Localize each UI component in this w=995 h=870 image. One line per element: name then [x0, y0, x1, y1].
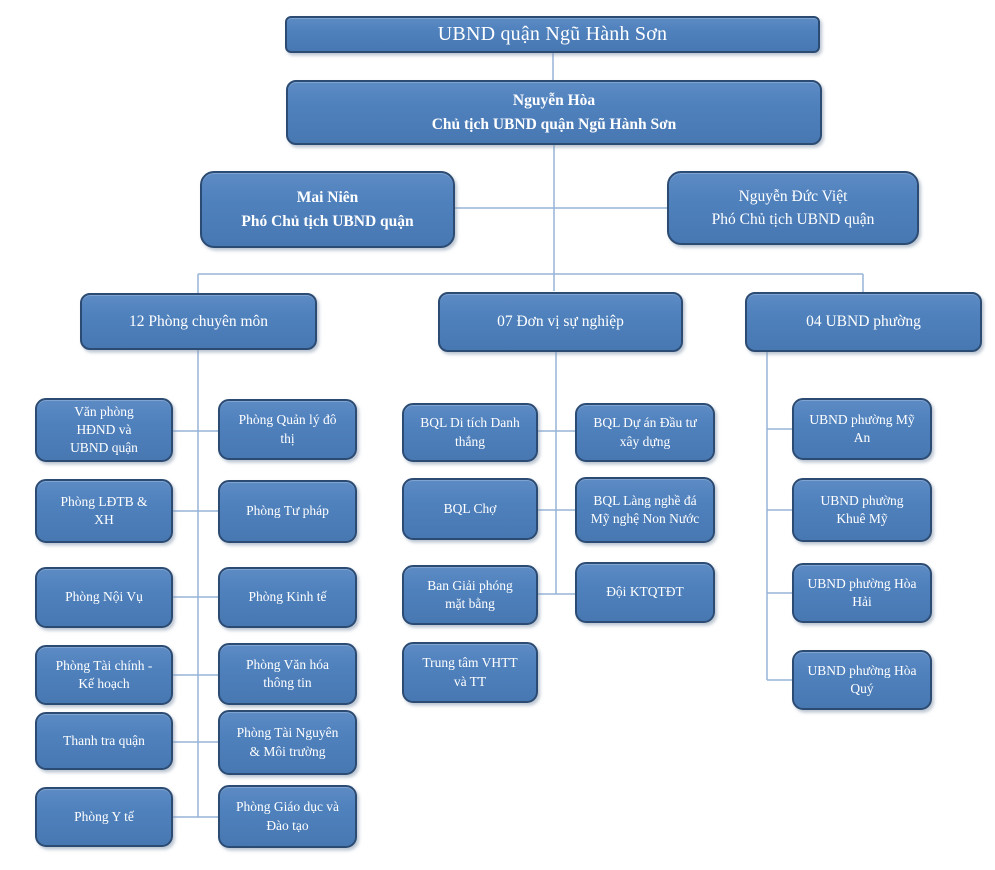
node-bql-lang-nghe-da-my-nghe-non-nuoc: BQL Làng nghề đá Mỹ nghệ Non Nước — [575, 477, 715, 543]
node-doi-ktqtdt: Đội KTQTĐT — [575, 562, 715, 623]
deputy-role: Phó Chủ tịch UBND quận — [241, 212, 414, 230]
group-label: 04 UBND phường — [806, 313, 921, 330]
node-group-don-vi-su-nghiep: 07 Đơn vị sự nghiệp — [438, 292, 683, 352]
node-ubnd-phuong-hoa-quy: UBND phường Hòa Quý — [792, 650, 932, 710]
group-label: 12 Phòng chuyên môn — [128, 312, 269, 330]
node-phong-tai-nguyen-moi-truong: Phòng Tài Nguyên & Môi trường — [218, 710, 357, 775]
chairman-role: Chủ tịch UBND quận Ngũ Hành Sơn — [431, 115, 677, 133]
node-van-phong-hdnd-ubnd-quan: Văn phòng HĐND và UBND quận — [35, 398, 173, 462]
node-ubnd-phuong-hoa-hai: UBND phường Hòa Hải — [792, 563, 932, 623]
node-group-phong-chuyen-mon: 12 Phòng chuyên môn — [80, 293, 317, 350]
node-ubnd-quan-ngu-hanh-son: UBND quận Ngũ Hành Sơn — [285, 16, 820, 53]
deputy-name: Nguyễn Đức Việt — [738, 187, 848, 205]
group-label: 07 Đơn vị sự nghiệp — [497, 313, 624, 330]
node-deputy-nguyen-duc-viet: Nguyễn Đức Việt Phó Chủ tịch UBND quận — [667, 171, 919, 245]
node-bql-du-an-dau-tu-xay-dung: BQL Dự án Đầu tư xây dựng — [575, 403, 715, 462]
node-phong-kinh-te: Phòng Kinh tế — [218, 567, 357, 628]
node-chairman: Nguyễn Hòa Chủ tịch UBND quận Ngũ Hành S… — [286, 80, 822, 145]
node-phong-y-te: Phòng Y tế — [35, 787, 173, 847]
node-ubnd-phuong-my-an: UBND phường Mỹ An — [792, 398, 932, 460]
node-bql-di-tich-danh-thang: BQL Di tích Danh thắng — [402, 403, 538, 462]
node-deputy-mai-nien: Mai Niên Phó Chủ tịch UBND quận — [200, 171, 455, 248]
node-bql-cho: BQL Chợ — [402, 478, 538, 540]
node-phong-ldtb-xh: Phòng LĐTB & XH — [35, 479, 173, 543]
root-title-label: UBND quận Ngũ Hành Sơn — [437, 23, 668, 45]
node-phong-tai-chinh-ke-hoach: Phòng Tài chính - Kế hoạch — [35, 645, 173, 705]
node-trung-tam-vhtt-tt: Trung tâm VHTT và TT — [402, 642, 538, 703]
node-ban-giai-phong-mat-bang: Ban Giải phóng mặt bằng — [402, 565, 538, 625]
node-ubnd-phuong-khue-my: UBND phường Khuê Mỹ — [792, 478, 932, 542]
node-group-ubnd-phuong: 04 UBND phường — [745, 292, 982, 352]
node-phong-tu-phap: Phòng Tư pháp — [218, 480, 357, 543]
chairman-name: Nguyễn Hòa — [512, 92, 596, 110]
deputy-role: Phó Chủ tịch UBND quận — [711, 211, 875, 228]
deputy-name: Mai Niên — [296, 189, 359, 207]
node-phong-quan-ly-do-thi: Phòng Quản lý đô thị — [218, 399, 357, 460]
node-thanh-tra-quan: Thanh tra quận — [35, 712, 173, 770]
node-phong-giao-duc-dao-tao: Phòng Giáo dục và Đào tạo — [218, 785, 357, 848]
node-phong-noi-vu: Phòng Nội Vụ — [35, 567, 173, 628]
node-phong-van-hoa-thong-tin: Phòng Văn hóa thông tin — [218, 643, 357, 705]
